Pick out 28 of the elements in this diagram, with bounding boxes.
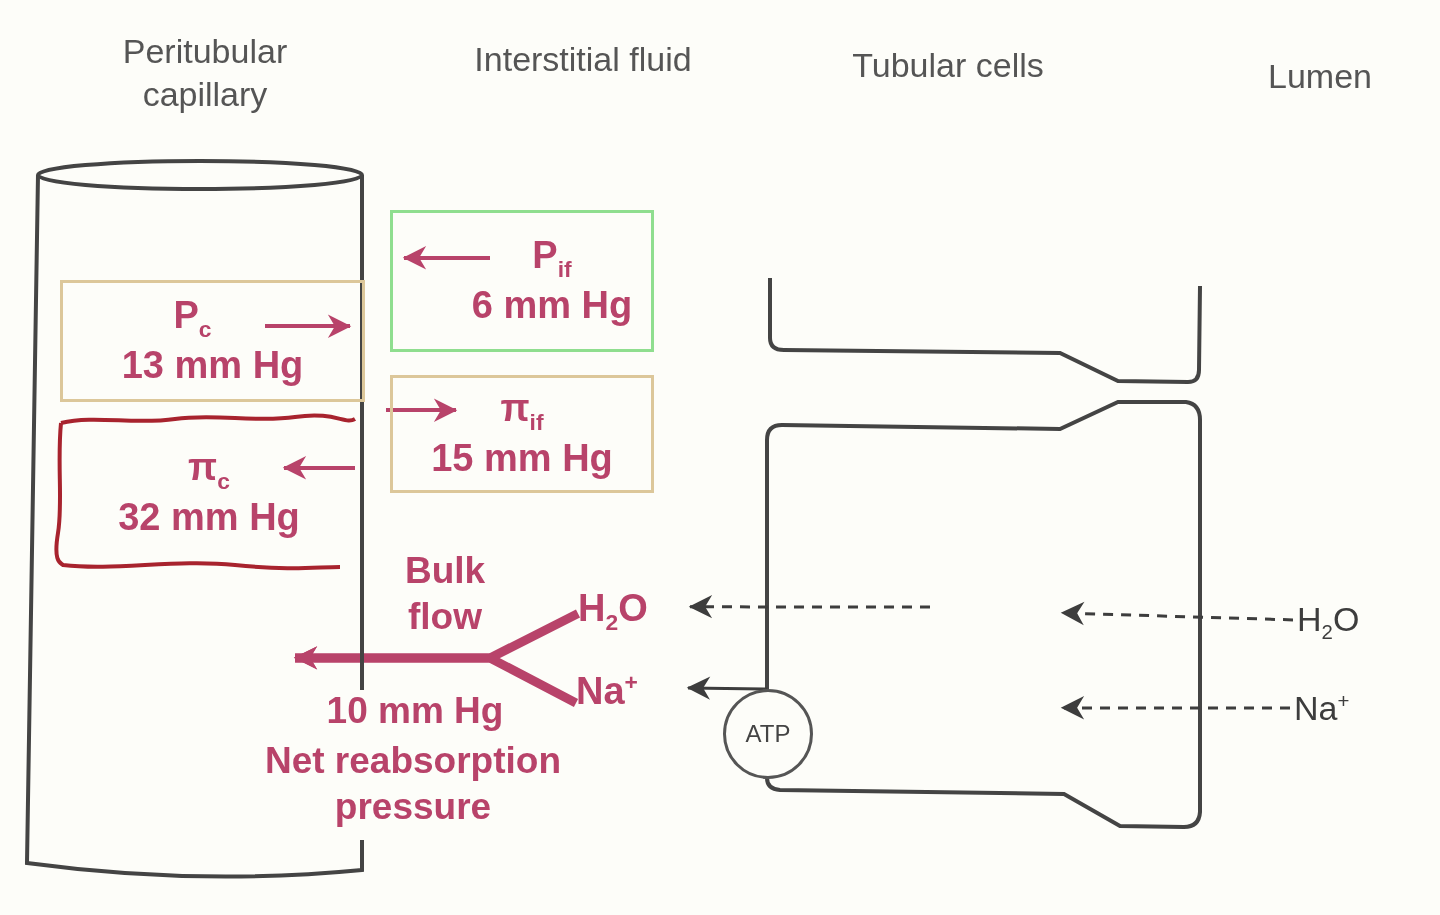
ion-label: Na$^{+}$ [1290, 683, 1390, 733]
column-heading: Peritubular capillary [121, 31, 289, 115]
pressure-box [390, 210, 654, 352]
arrow [686, 676, 768, 700]
pressure-box [390, 375, 654, 493]
pressure-value: 32 mm Hg [118, 495, 300, 541]
atp-pump-circle: ATP [723, 689, 813, 779]
pressure-box [60, 280, 365, 402]
arrow [1060, 601, 1294, 626]
ion-label: H$_{2}$O [1293, 596, 1403, 648]
pressure-value: 15 mm Hg [431, 436, 613, 482]
ion-label: H$_{2}$O [578, 585, 690, 637]
pressure-value: 13 mm Hg [121, 343, 304, 389]
pressure-symbol: π$_{c}$ [188, 445, 230, 496]
pressure-value: 10 mm Hg [325, 689, 505, 733]
pressure-symbol: π$_{if}$ [500, 386, 544, 437]
pressure-symbol: P$_{if}$ [532, 233, 572, 284]
flow-label: Bulk flow [403, 549, 487, 640]
arrow [688, 594, 930, 619]
column-heading: Interstitial fluid [473, 39, 693, 80]
ion-label: Na$^{+}$ [576, 666, 688, 716]
column-heading: Tubular cells [851, 45, 1045, 86]
pressure-value: 6 mm Hg [471, 283, 633, 329]
column-heading: Lumen [1267, 56, 1373, 97]
pressure-symbol: P$_{c}$ [173, 293, 212, 344]
arrow [1060, 696, 1290, 720]
flow-label: Net reabsorption pressure [263, 739, 562, 830]
arrow [293, 646, 579, 707]
